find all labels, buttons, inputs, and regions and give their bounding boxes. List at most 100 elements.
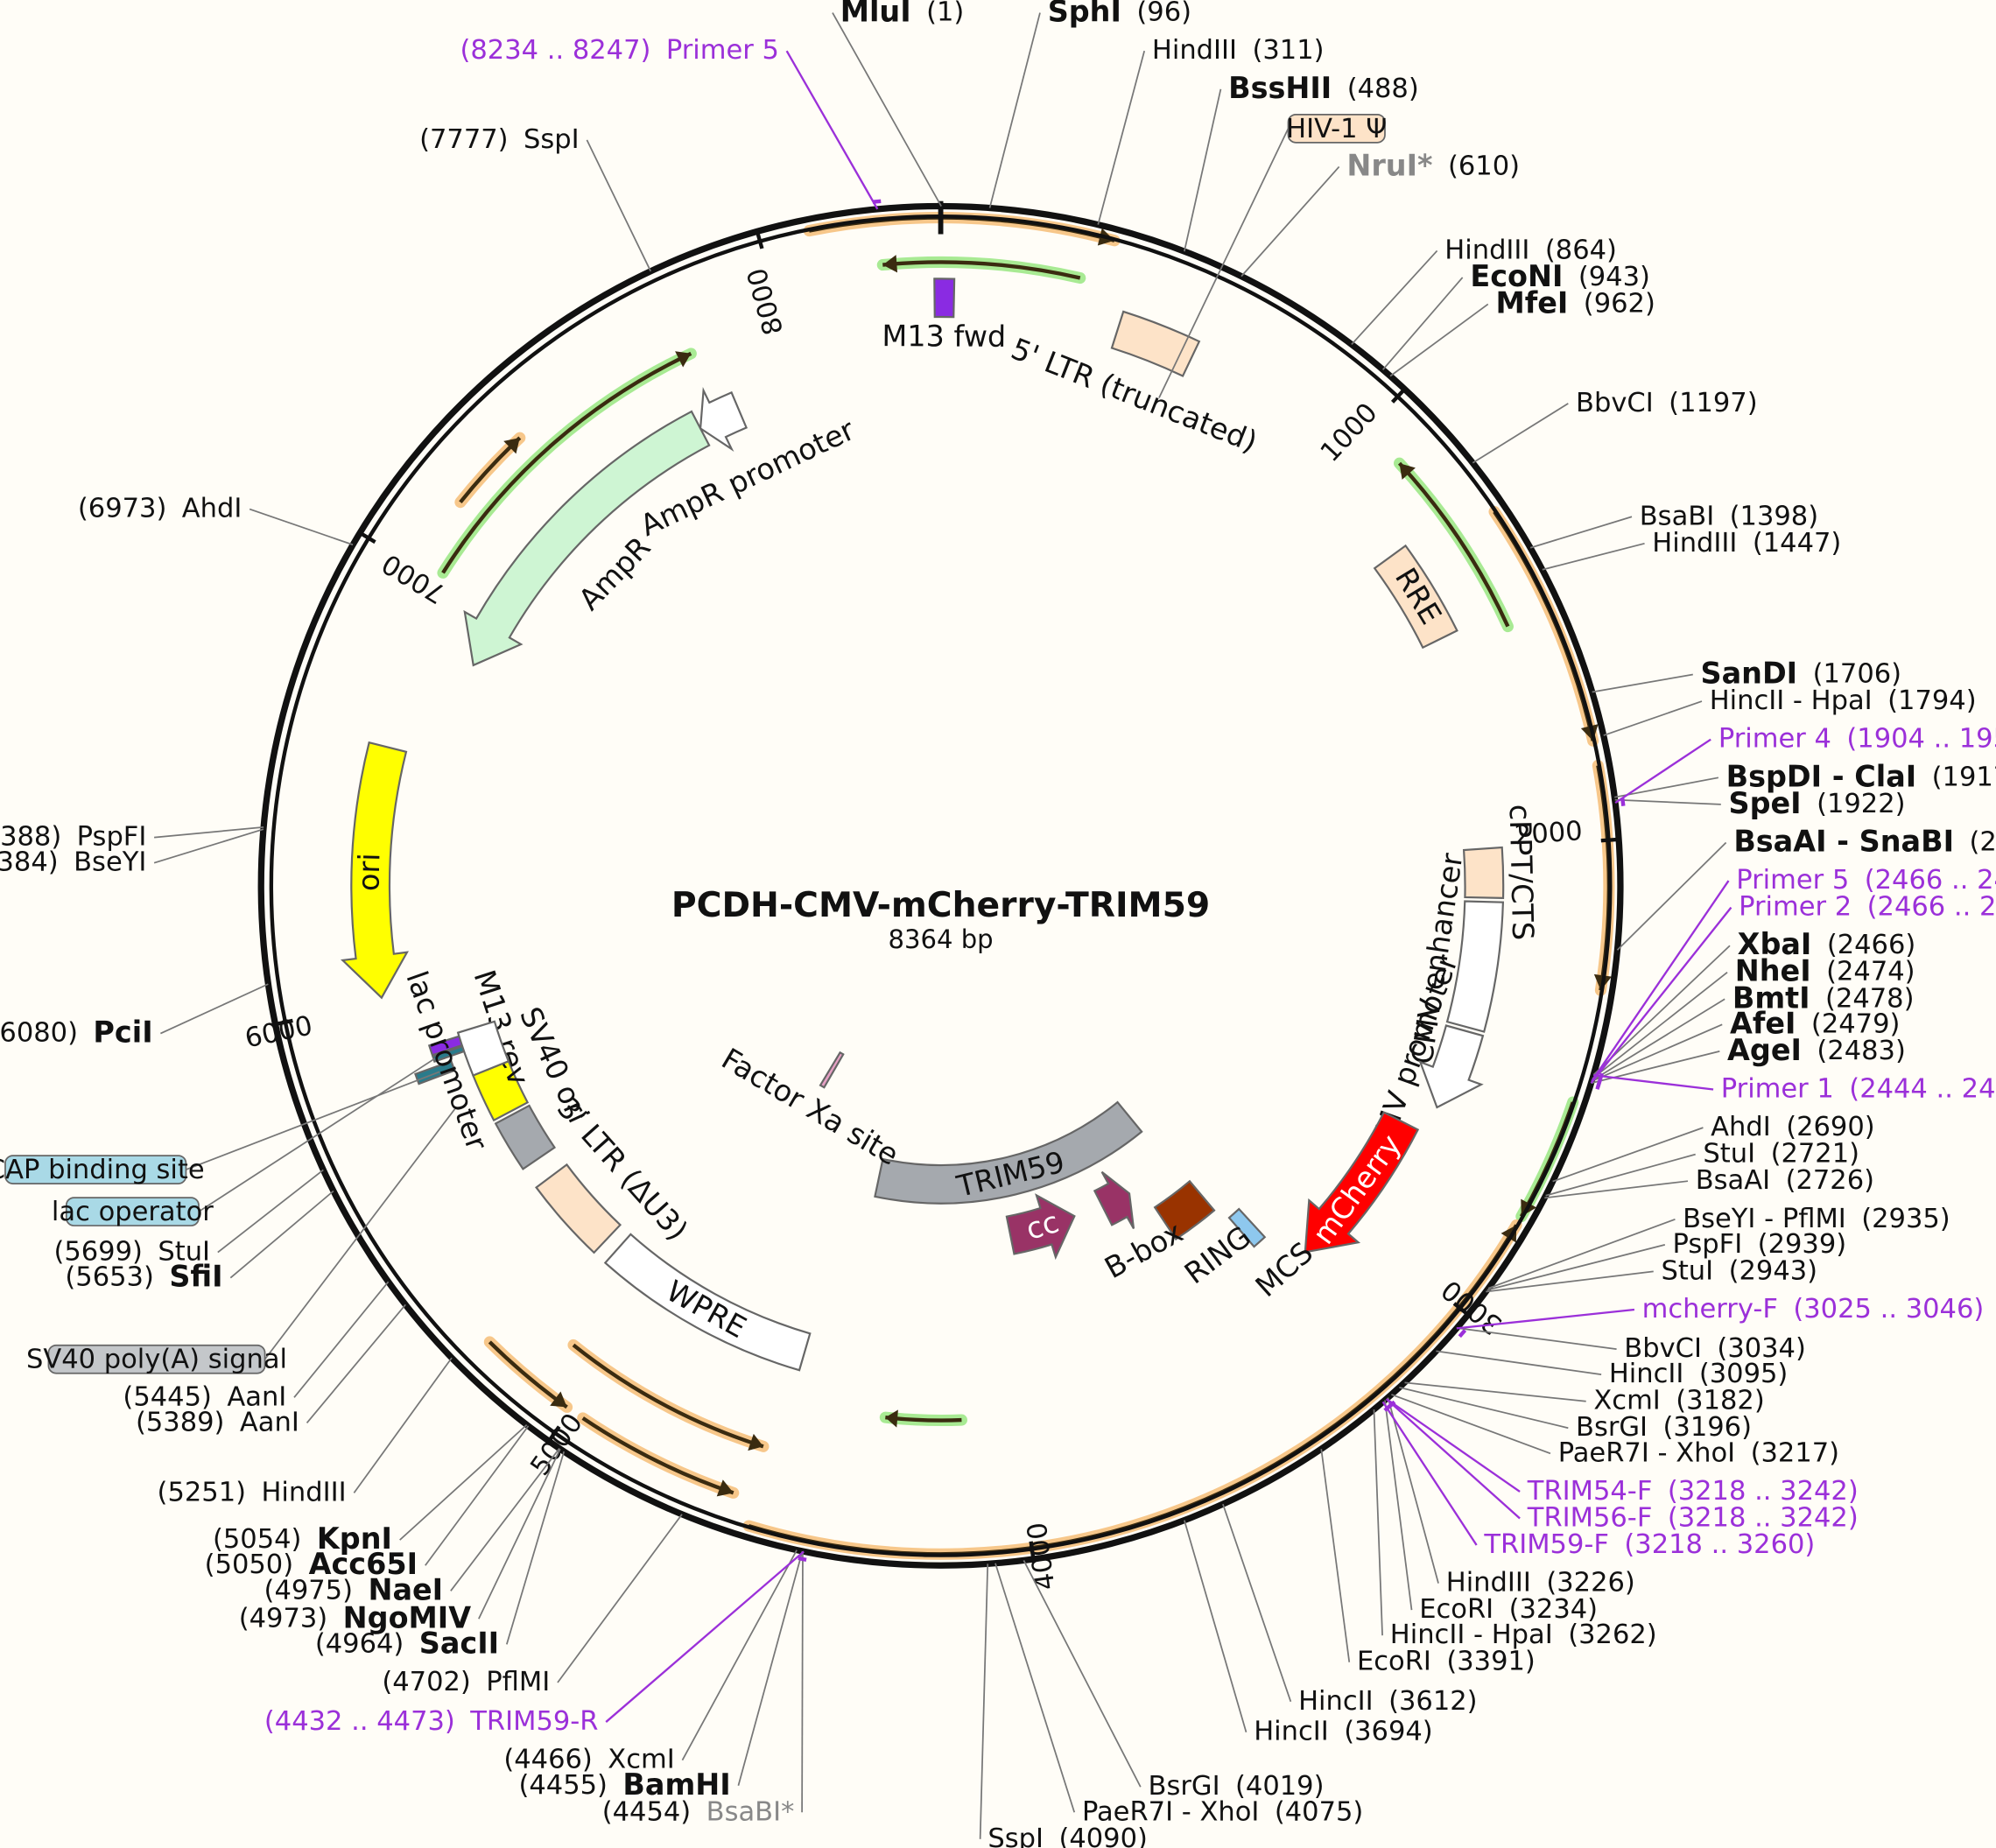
site-leader-line: [478, 1448, 561, 1620]
site-label: BsaAI - SnaBI(2217): [1733, 824, 1996, 858]
site-position: (4455): [518, 1769, 607, 1800]
orf-arrowhead: [503, 438, 520, 454]
site-label: BsrGI(4019): [1149, 1771, 1325, 1802]
feature-label: mCherry: [1306, 1128, 1409, 1251]
site-label: XbaI (2466): [1738, 927, 1916, 961]
site-name: TRIM59-R: [469, 1706, 598, 1737]
site-name: EcoNI: [1470, 258, 1563, 292]
site-position: (2939): [1758, 1228, 1846, 1259]
site-name: AhdI: [1711, 1112, 1771, 1142]
site-position: (5050): [205, 1549, 293, 1580]
site-position: (2474): [1826, 956, 1915, 987]
tick-mark: [272, 1018, 293, 1027]
site-leader-line: [1614, 776, 1719, 798]
tick-label: 2000: [1514, 816, 1584, 851]
orf-arrowhead: [748, 1433, 763, 1451]
site-leader-line: [505, 1451, 566, 1645]
boxed-label-bg: [47, 1344, 266, 1374]
tick-mark: [545, 1425, 561, 1444]
site-leader-line: [1222, 1503, 1292, 1703]
site-leader-line: [1591, 880, 1730, 1082]
site-label: MfeI(962): [1495, 285, 1655, 320]
site-position: (1398): [1730, 501, 1818, 531]
feature-label: cPPT/CTS: [1503, 804, 1541, 940]
primer-label: Primer 2(2466 .. 2500): [1739, 891, 1996, 922]
boxed-label-bg: [1287, 113, 1386, 144]
site-name: HincII: [1254, 1716, 1329, 1746]
site-position: (6384): [0, 847, 59, 877]
site-position: (3234): [1509, 1594, 1598, 1625]
site-position: (4454): [602, 1796, 691, 1827]
site-name: BmtI: [1732, 980, 1810, 1015]
boxed-label-leader: [264, 1108, 456, 1360]
site-label: AhdI(2690): [1711, 1112, 1875, 1142]
site-name: StuI: [1703, 1138, 1755, 1169]
site-leader-line: [1614, 798, 1721, 805]
site-position: (96): [1136, 0, 1191, 27]
site-leader-line: [1320, 1449, 1351, 1662]
site-label: BsrGI(3196): [1576, 1412, 1752, 1443]
site-name: BsaAI: [1696, 1165, 1770, 1196]
site-name: BseYI: [74, 847, 146, 877]
site-position: (3095): [1699, 1359, 1788, 1389]
site-position: (3025 .. 3046): [1793, 1294, 1984, 1325]
tick-mark: [755, 228, 764, 249]
site-position: (5699): [53, 1236, 142, 1267]
site-position: (3226): [1546, 1567, 1634, 1598]
orf-arrowhead: [550, 1391, 567, 1408]
site-position: (5389): [136, 1407, 224, 1437]
feature-sv40-ori: [494, 1104, 556, 1170]
site-position: (3262): [1568, 1620, 1656, 1650]
site-name: AfeI: [1730, 1006, 1796, 1040]
site-label: SphI(96): [1048, 0, 1191, 28]
tick-mark: [356, 530, 376, 545]
site-position: (1706): [1813, 658, 1901, 689]
site-position: (2466): [1827, 930, 1915, 960]
site-label: StuI(2943): [1661, 1255, 1817, 1286]
site-leader-line: [1399, 1387, 1569, 1430]
site-leader-line: [1240, 165, 1340, 278]
site-leader-line: [832, 12, 942, 207]
site-leader-line: [801, 1551, 804, 1813]
site-label: BbvCI(3034): [1624, 1333, 1806, 1364]
site-label: BssHII(488): [1228, 70, 1419, 104]
site-label: (4702)PflMI: [382, 1666, 550, 1697]
feature-mcherry: [1304, 1111, 1420, 1254]
site-name: HincII: [1609, 1359, 1684, 1389]
site-label: MluI(1): [840, 0, 965, 28]
site-position: (2483): [1817, 1035, 1905, 1065]
site-name: BspDI - ClaI: [1726, 759, 1917, 793]
site-name: BsrGI: [1576, 1412, 1648, 1443]
site-leader-line: [1457, 1327, 1617, 1350]
orf-arrowhead: [716, 1479, 734, 1497]
site-position: (1): [926, 0, 964, 27]
site-name: SspI: [987, 1823, 1044, 1848]
site-name: Primer 1: [1721, 1073, 1834, 1104]
site-leader-line: [1542, 542, 1645, 571]
site-leader-line: [1386, 1398, 1521, 1493]
site-name: AhdI: [182, 493, 242, 523]
site-position: (5445): [123, 1381, 211, 1412]
site-position: (2478): [1825, 983, 1914, 1014]
site-position: (3182): [1676, 1385, 1764, 1416]
site-label: (6384) BseYI: [0, 847, 146, 877]
site-leader-line: [979, 1563, 989, 1839]
primer-binding-mark: [1595, 1080, 1602, 1090]
site-label: (5054)KpnI: [213, 1521, 392, 1556]
feature-b-box: [1093, 1170, 1135, 1229]
site-label: BsaAI(2726): [1696, 1165, 1874, 1196]
primer-binding-mark: [1458, 1329, 1467, 1339]
feature-label: WPRE: [661, 1274, 752, 1345]
site-name: TRIM54-F: [1527, 1475, 1653, 1506]
site-name: XbaI: [1738, 927, 1812, 961]
site-leader-line: [1023, 1560, 1142, 1788]
site-label: XcmI(3182): [1593, 1385, 1764, 1416]
feature-rre: [1373, 544, 1458, 650]
primer-binding-mark: [798, 1556, 807, 1562]
site-name: HindIII: [1444, 235, 1529, 265]
site-leader-line: [557, 1514, 683, 1683]
orf-arrowhead: [885, 1409, 898, 1428]
site-leader-line: [785, 50, 879, 210]
site-label: NruI*(610): [1346, 148, 1520, 182]
